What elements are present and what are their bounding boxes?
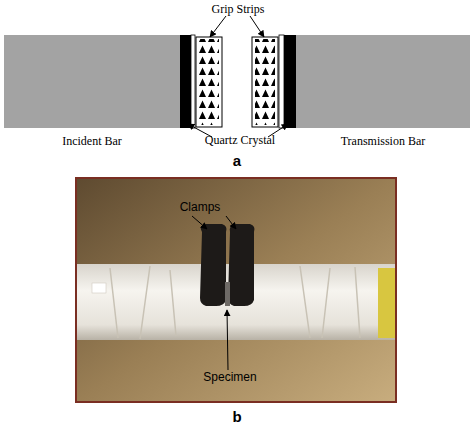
leader-arrow <box>250 16 264 37</box>
grip-strip <box>252 37 278 127</box>
leader-arrow <box>226 216 236 229</box>
clamp <box>200 224 227 306</box>
spacer <box>279 35 284 128</box>
part-label: Clamps <box>160 200 240 214</box>
bar: Incident Bar <box>4 35 180 128</box>
part-label: Specimen <box>185 370 275 384</box>
yellow-tape <box>378 268 395 338</box>
part-label: Grip Strips <box>183 2 293 17</box>
grip-teeth <box>199 39 219 125</box>
quartz-crystal <box>284 35 296 128</box>
tape-piece <box>92 283 106 293</box>
panel-letter: a <box>222 152 252 169</box>
leader-arrow <box>227 310 228 370</box>
grip-teeth <box>255 39 275 125</box>
part-label: Quartz Crystal <box>185 133 295 148</box>
clamp <box>228 224 255 306</box>
leader-arrow <box>210 16 226 37</box>
grip-strip <box>196 37 222 127</box>
photo-frame <box>76 178 396 402</box>
leader-arrow <box>192 216 207 229</box>
bar-label: Incident Bar <box>4 134 180 149</box>
spacer <box>191 35 195 128</box>
bar-label: Transmission Bar <box>296 134 470 149</box>
quartz-crystal <box>180 35 191 128</box>
panel-letter: b <box>222 408 252 425</box>
specimen <box>225 282 230 306</box>
bar: Transmission Bar <box>296 35 470 128</box>
